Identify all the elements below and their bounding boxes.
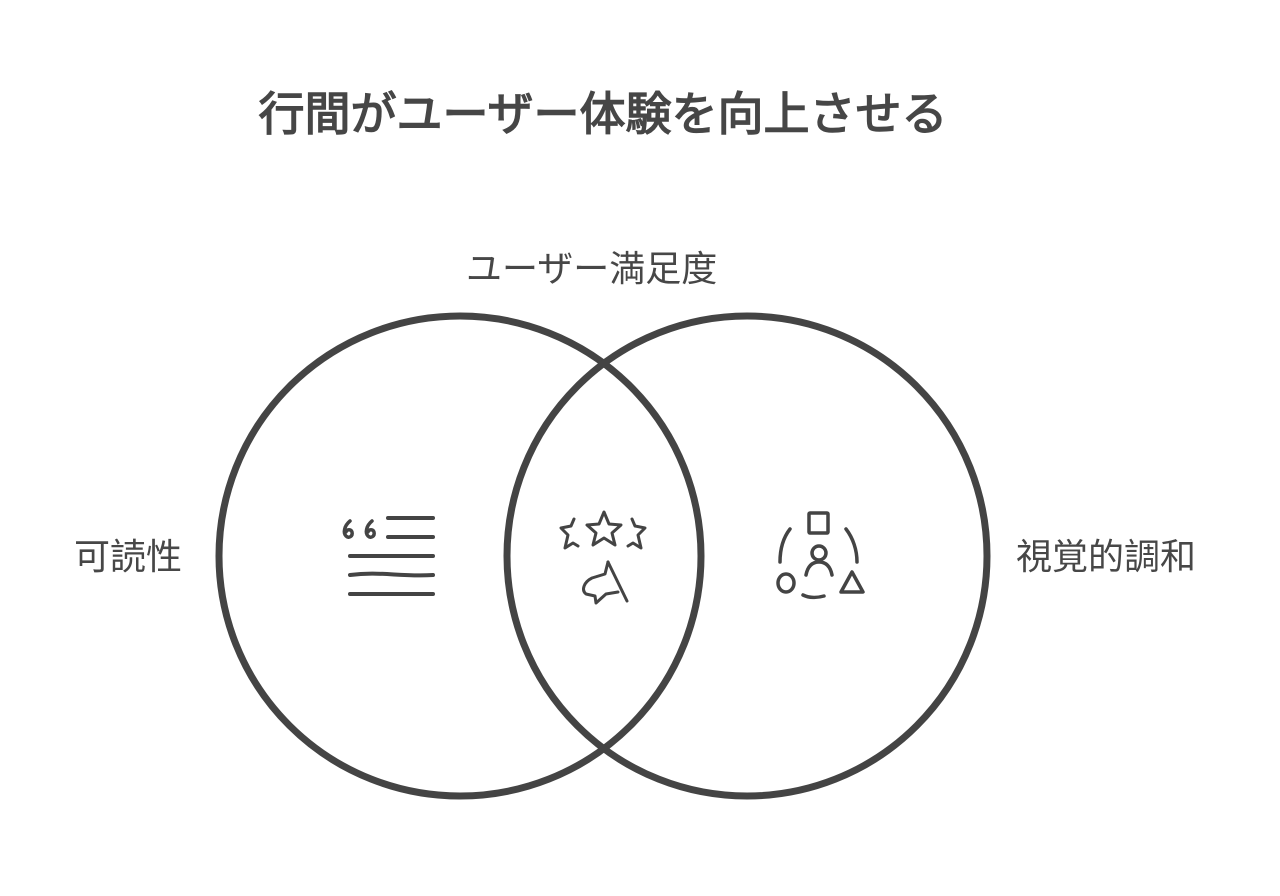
stars-rating-pointer-icon xyxy=(559,510,647,605)
left-set-label: 可読性 xyxy=(74,537,183,578)
diagram-title: 行間がユーザー体験を向上させる xyxy=(258,87,948,141)
intersection-label: ユーザー満足度 xyxy=(466,249,718,290)
right-circle xyxy=(503,312,991,800)
shapes-around-user-icon xyxy=(776,511,865,600)
left-circle xyxy=(215,312,705,800)
quote-text-lines-icon xyxy=(342,516,435,596)
right-set-label: 視覚的調和 xyxy=(1016,537,1197,578)
